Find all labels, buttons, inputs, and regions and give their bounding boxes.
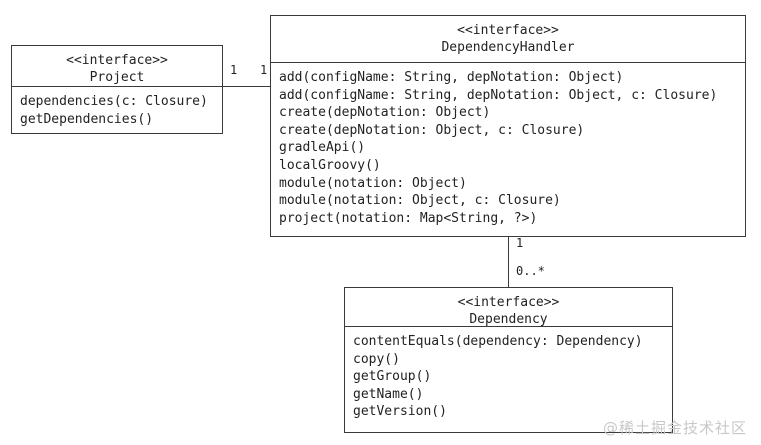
uml-class-dependencyhandler-stereotype: <<interface>> (457, 23, 559, 38)
uml-member: add(configName: String, depNotation: Obj… (279, 87, 718, 103)
association-line-dependencyhandler-dependency (508, 236, 509, 288)
uml-class-project[interactable]: <<interface>> Project dependencies(c: Cl… (11, 45, 223, 134)
uml-class-dependency-name: Dependency (469, 312, 548, 327)
uml-class-dependency-header: <<interface>> Dependency (345, 288, 672, 327)
uml-member: project(notation: Map<String, ?>) (279, 210, 538, 226)
watermark-text: @稀土掘金技术社区 (602, 419, 747, 437)
uml-member: localGroovy() (279, 157, 381, 173)
association-line-project-dependencyhandler (222, 86, 271, 87)
uml-class-dependencyhandler-header: <<interface>> DependencyHandler (271, 16, 745, 63)
uml-class-dependency-stereotype: <<interface>> (457, 295, 560, 310)
multiplicity-label-dependency-top: 0..* (516, 264, 545, 278)
uml-class-dependencyhandler[interactable]: <<interface>> DependencyHandler add(conf… (270, 15, 746, 237)
uml-member: create(depNotation: Object) (279, 105, 491, 121)
uml-class-dependency-members: contentEquals(dependency: Dependency) co… (345, 327, 672, 427)
uml-member: add(configName: String, depNotation: Obj… (279, 70, 624, 85)
multiplicity-label-project-end: 1 (230, 63, 238, 77)
uml-member: module(notation: Object, c: Closure) (279, 193, 561, 209)
uml-class-project-members: dependencies(c: Closure) getDependencies… (12, 87, 222, 133)
uml-member: create(depNotation: Object, c: Closure) (279, 122, 585, 138)
uml-member: dependencies(c: Closure) (20, 94, 208, 109)
uml-member: getVersion() (353, 404, 447, 420)
uml-class-dependencyhandler-name: DependencyHandler (441, 40, 575, 55)
uml-member: contentEquals(dependency: Dependency) (353, 334, 643, 349)
uml-member: getName() (353, 386, 424, 402)
uml-class-project-stereotype: <<interface>> (66, 53, 168, 68)
uml-member: getDependencies() (20, 111, 154, 127)
uml-class-dependency[interactable]: <<interface>> Dependency contentEquals(d… (344, 287, 673, 433)
uml-class-project-name: Project (89, 70, 145, 85)
uml-member: copy() (353, 351, 400, 367)
multiplicity-label-dependencyhandler-end: 1 (260, 63, 268, 77)
uml-class-project-header: <<interface>> Project (12, 46, 222, 87)
uml-class-dependencyhandler-members: add(configName: String, depNotation: Obj… (271, 63, 745, 233)
uml-member: getGroup() (353, 369, 432, 385)
uml-member: module(notation: Object) (279, 175, 467, 191)
uml-member: gradleApi() (279, 140, 366, 156)
multiplicity-label-dependencyhandler-bottom: 1 (516, 236, 524, 250)
